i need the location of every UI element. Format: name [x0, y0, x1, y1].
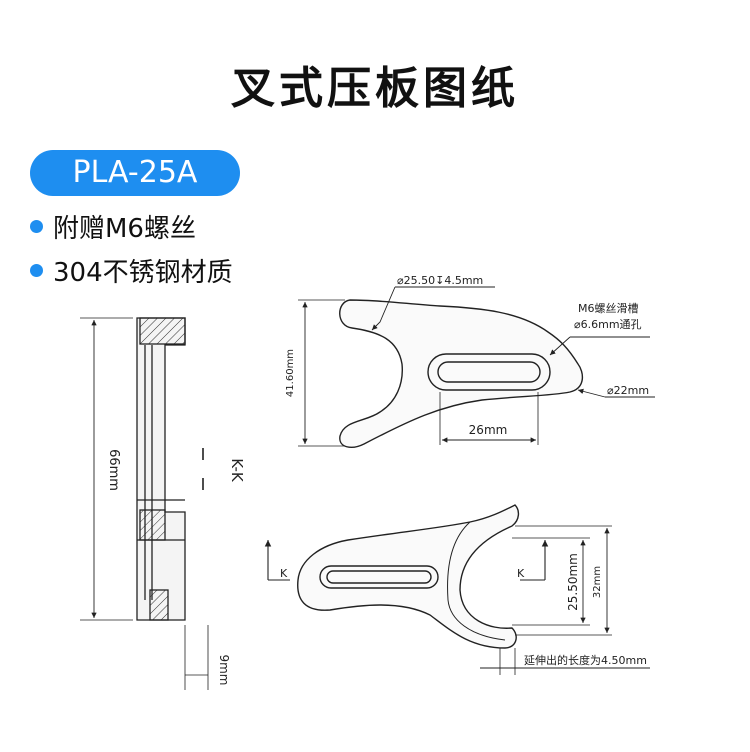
height-dimension: 66mm: [106, 449, 121, 491]
section-marker-right: K: [517, 567, 525, 580]
model-badge: PLA-25A: [30, 150, 240, 196]
bullet-dot-icon: [30, 220, 43, 233]
bullet-dot-icon: [30, 264, 43, 277]
slot-length-dimension: 26mm: [469, 423, 508, 437]
radius-dimension: ⌀22mm: [607, 384, 649, 397]
section-marker-left: K: [280, 567, 288, 580]
slot-note-line1: M6螺丝滑槽: [578, 302, 639, 315]
counterbore-dimension: ⌀25.50↧4.5mm: [397, 274, 483, 287]
extension-note: 延伸出的长度为4.50mm: [524, 653, 647, 667]
thickness-dimension: 9mm: [217, 654, 231, 685]
feature-text: 附赠M6螺丝: [53, 214, 196, 244]
page-title: 叉式压板图纸: [231, 63, 519, 114]
feature-item: 304不锈钢材质: [30, 252, 233, 289]
slot-note-line2: ⌀6.6mm通孔: [574, 318, 642, 331]
top-view: [298, 286, 655, 448]
outer-dimension: 32mm: [592, 566, 603, 598]
side-section-view: [80, 317, 209, 690]
height-dimension: 41.60mm: [285, 349, 296, 397]
feature-text: 304不锈钢材质: [53, 258, 233, 288]
inner-dimension: 25.50mm: [566, 553, 580, 611]
section-label: K-K: [228, 458, 246, 483]
iso-view: [264, 504, 650, 675]
feature-item: 附赠M6螺丝: [30, 208, 196, 245]
